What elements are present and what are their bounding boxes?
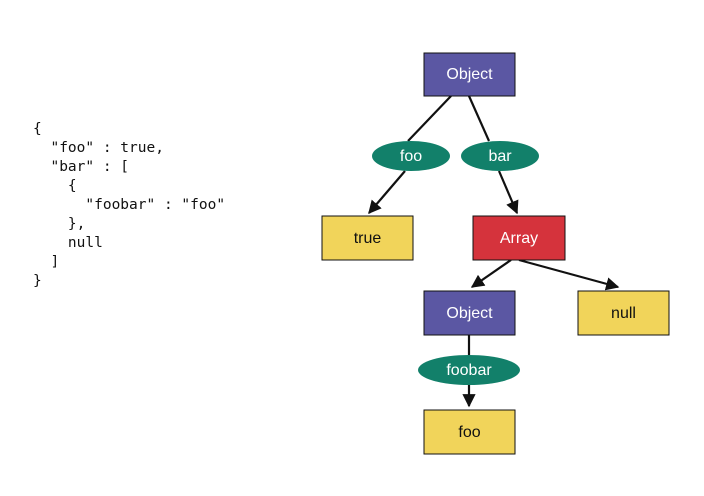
node-key-bar-label: bar <box>488 148 512 165</box>
node-value-true: true <box>321 215 414 261</box>
code-line: "foo" : true, <box>33 140 164 156</box>
code-line: }, <box>33 216 86 232</box>
code-line: { <box>33 178 77 194</box>
node-value-foo: foo <box>423 409 516 455</box>
edge-bar-array <box>497 170 519 215</box>
node-value-null-box <box>577 290 670 336</box>
node-value-foo-label: foo <box>458 424 480 441</box>
node-inner-object-label: Object <box>446 305 493 322</box>
node-key-foo-label: foo <box>400 148 422 165</box>
node-key-foobar-label: foobar <box>446 362 492 379</box>
edge-array-null <box>518 258 620 291</box>
node-root-object: Object <box>423 52 516 97</box>
code-line: { <box>33 121 42 137</box>
json-code-block: { "foo" : true, "bar" : [ { "foobar" : "… <box>33 120 225 291</box>
edge-object-foo <box>407 95 452 142</box>
node-root-object-box <box>423 52 516 97</box>
node-value-null: null <box>577 290 670 336</box>
node-key-foobar: foobar <box>418 355 520 385</box>
node-key-foo: foo <box>372 141 450 171</box>
node-array-box <box>472 215 566 261</box>
edge-array-object <box>470 259 512 288</box>
code-line: null <box>33 235 103 251</box>
node-value-true-label: true <box>354 230 382 247</box>
edge-foo-true <box>368 170 406 215</box>
node-key-bar: bar <box>461 141 539 171</box>
tree-edges <box>368 95 620 408</box>
code-line: ] <box>33 254 60 270</box>
node-value-true-box <box>321 215 414 261</box>
node-key-foo-ellipse <box>372 141 450 171</box>
node-array: Array <box>472 215 566 261</box>
code-line: "foobar" : "foo" <box>33 197 226 213</box>
node-key-foobar-ellipse <box>418 355 520 385</box>
node-value-foo-box <box>423 409 516 455</box>
node-inner-object-box <box>423 290 516 336</box>
node-inner-object: Object <box>423 290 516 336</box>
node-array-label: Array <box>500 230 538 247</box>
node-key-bar-ellipse <box>461 141 539 171</box>
code-line: "bar" : [ <box>33 159 130 175</box>
code-line: } <box>33 273 42 289</box>
node-root-object-label: Object <box>446 66 493 83</box>
edge-object-bar <box>467 95 491 142</box>
node-value-null-label: null <box>611 305 636 322</box>
